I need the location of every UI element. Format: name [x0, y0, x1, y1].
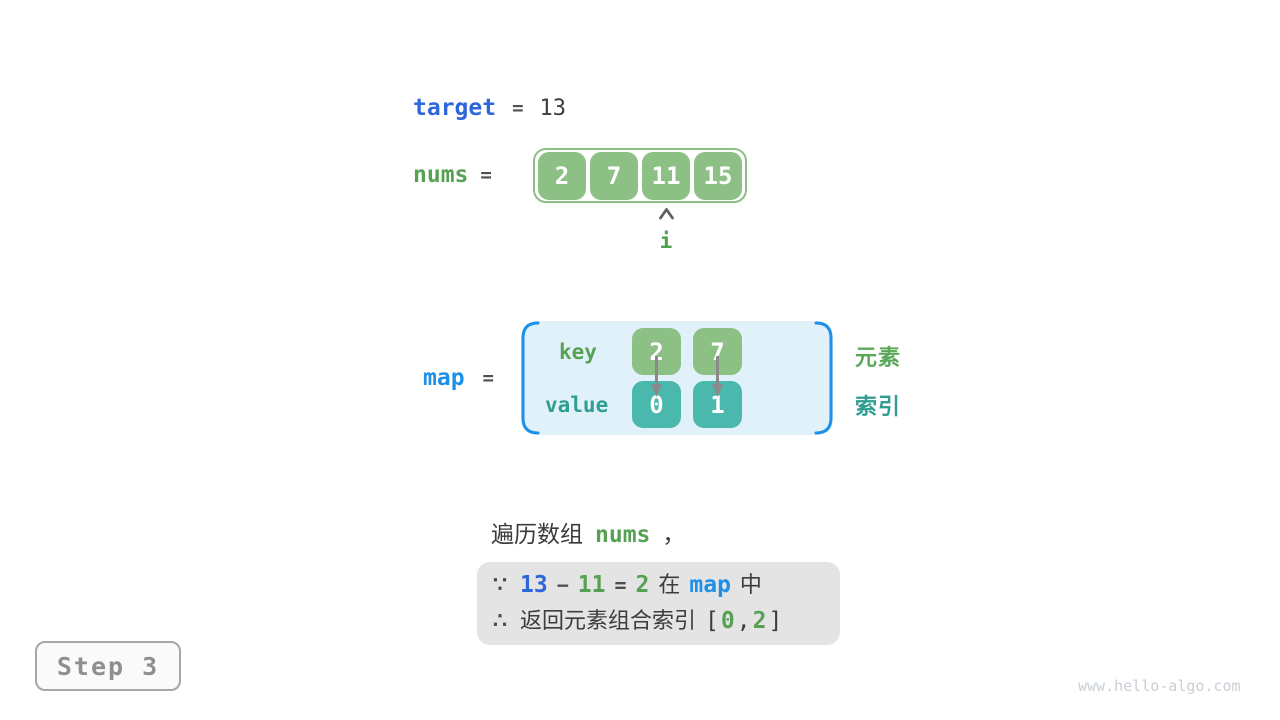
current-number: 11 — [577, 572, 606, 598]
reasoning-line-1: ∵ 13 − 11 = 2 在 map 中 — [493, 567, 840, 603]
nums-array: 2 7 11 15 — [533, 148, 747, 203]
target-number: 13 — [520, 572, 548, 598]
nums-cell-2: 11 — [642, 151, 690, 200]
close-bracket: ] — [768, 608, 783, 634]
result-index-0: 0 — [720, 608, 735, 634]
map-value-cell-1: 1 — [693, 381, 742, 428]
map-row-label: map = — [423, 365, 494, 391]
reasoning-line-2: ∴ 返回元素组合索引 [ 0 , 2 ] — [493, 603, 840, 639]
reasoning-box: ∵ 13 − 11 = 2 在 map 中 ∴ 返回元素组合索引 [ 0 , 2… — [477, 562, 840, 645]
key-to-value-arrow-icon — [712, 356, 723, 397]
difference-number: 2 — [635, 572, 650, 598]
caption-prefix: 遍历数组 — [491, 521, 583, 547]
return-text: 返回元素组合索引 — [520, 608, 697, 633]
target-equals: = — [512, 97, 524, 119]
minus-operator: − — [556, 573, 569, 597]
in-text-suffix: 中 — [739, 572, 762, 597]
nums-cell-3: 15 — [694, 151, 742, 200]
because-symbol: ∵ — [493, 572, 507, 597]
map-value-cell-0: 0 — [632, 381, 681, 428]
map-code-ref: map — [689, 572, 731, 598]
element-side-label: 元素 — [855, 345, 902, 370]
comma: , — [736, 608, 751, 634]
equals-operator: = — [614, 573, 627, 597]
left-bracket-icon — [521, 321, 540, 435]
open-bracket: [ — [705, 608, 719, 634]
watermark: www.hello-algo.com — [1078, 677, 1241, 695]
result-indices: [ 0 , 2 ] — [705, 603, 782, 639]
nums-cell-1: 7 — [590, 151, 638, 200]
map-key-label: key — [559, 340, 597, 364]
pointer-caret-icon — [659, 208, 674, 220]
index-side-label: 索引 — [855, 394, 902, 419]
index-pointer-label: i — [659, 229, 673, 253]
step-badge: Step 3 — [35, 641, 181, 691]
caption-suffix: ， — [662, 521, 686, 547]
map-variable: map — [423, 365, 465, 391]
map-container: key value 2 7 0 1 — [521, 321, 833, 435]
in-text: 在 — [658, 572, 681, 597]
nums-equals: = — [480, 164, 492, 186]
caption-line: 遍历数组 nums ， — [491, 515, 685, 549]
key-to-value-arrow-icon — [651, 356, 662, 397]
target-value: 13 — [539, 95, 567, 121]
right-bracket-icon — [814, 321, 833, 435]
nums-variable: nums — [413, 162, 469, 188]
map-equals: = — [482, 367, 494, 389]
caption-nums-code: nums — [595, 522, 651, 548]
target-variable: target — [413, 95, 497, 121]
nums-row-label: nums = — [413, 162, 492, 188]
therefore-symbol: ∴ — [493, 608, 507, 633]
target-row: target = 13 — [413, 95, 566, 121]
result-index-1: 2 — [752, 608, 767, 634]
nums-cell-0: 2 — [538, 151, 586, 200]
map-value-label: value — [545, 393, 609, 417]
